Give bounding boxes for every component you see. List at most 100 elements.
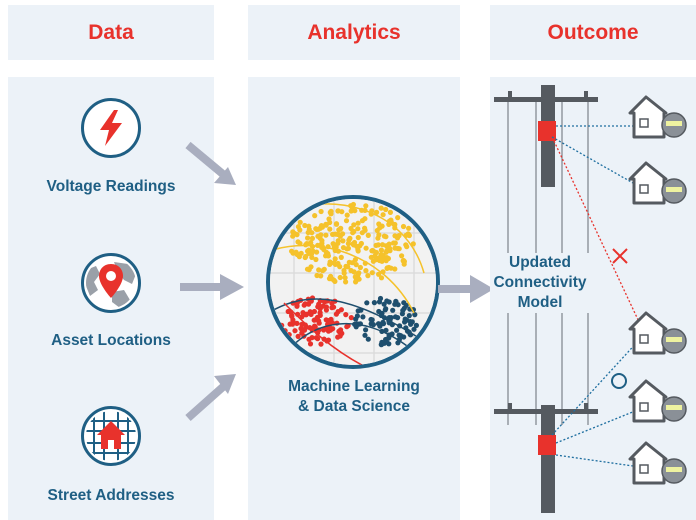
scatter-dot xyxy=(348,267,354,274)
scatter-dot xyxy=(353,324,359,330)
scatter-dot xyxy=(343,263,349,269)
scatter-dot xyxy=(307,341,314,347)
scatter-dot xyxy=(297,227,303,233)
scatter-dot xyxy=(375,242,381,248)
scatter-dot xyxy=(347,235,353,241)
scatter-dot xyxy=(309,235,315,241)
scatter-dot xyxy=(396,233,402,239)
scatter-dot xyxy=(316,301,322,307)
house-meter-icon xyxy=(628,441,687,485)
scatter-dot xyxy=(362,225,368,231)
scatter-dot xyxy=(400,307,406,314)
scatter-dot xyxy=(383,339,390,345)
scatter-dot xyxy=(320,268,326,274)
scatter-dot xyxy=(352,274,358,280)
scatter-dot xyxy=(412,312,418,318)
scatter-dot xyxy=(354,243,360,249)
header-outcome: Outcome xyxy=(490,5,696,60)
scatter-dot xyxy=(335,260,341,267)
utility-connectivity-diagram xyxy=(494,85,687,513)
scatter-dot xyxy=(377,323,383,329)
scatter-dot xyxy=(364,300,370,306)
scatter-dot xyxy=(299,321,305,327)
scatter-dot xyxy=(404,244,410,250)
scatter-dot xyxy=(365,232,371,238)
scatter-dot xyxy=(323,221,329,227)
scatter-dot xyxy=(325,328,332,334)
scatter-dot xyxy=(355,226,361,232)
scatter-dot xyxy=(383,327,389,333)
scatter-dot xyxy=(383,206,389,213)
scatter-dot xyxy=(305,235,311,241)
scatter-dot xyxy=(351,228,357,235)
scatter-dot xyxy=(353,279,359,285)
scatter-dot xyxy=(338,225,344,231)
scatter-dot xyxy=(358,240,364,247)
scatter-dot xyxy=(413,322,419,328)
scatter-dot xyxy=(406,232,412,239)
arrow-street-to-analytics xyxy=(185,374,236,421)
scatter-dot xyxy=(384,298,390,304)
scatter-dot xyxy=(302,222,308,229)
scatter-dot xyxy=(376,232,382,238)
scatter-dot xyxy=(406,313,412,319)
scatter-dot xyxy=(327,209,333,215)
scatter-dot xyxy=(359,218,366,224)
house-meter-icon xyxy=(628,161,687,205)
scatter-dot xyxy=(380,319,386,325)
header-data: Data xyxy=(8,5,214,60)
scatter-dot xyxy=(325,253,331,259)
scatter-dot xyxy=(382,307,388,313)
scatter-dot xyxy=(369,270,375,276)
scatter-dot xyxy=(395,245,401,252)
scatter-dot xyxy=(399,253,405,259)
scatter-dot xyxy=(369,247,376,254)
scatter-dot xyxy=(374,209,380,215)
scatter-dot xyxy=(331,260,337,266)
analytics-label-line2: & Data Science xyxy=(298,398,410,415)
scatter-dot xyxy=(359,230,365,236)
scatter-dot xyxy=(368,254,374,260)
scatter-dot xyxy=(381,233,387,239)
scatter-dot xyxy=(323,304,329,310)
scatter-dot xyxy=(355,220,361,226)
arrow-analytics-to-outcome xyxy=(438,275,494,303)
map-pin-globe-icon xyxy=(81,253,141,313)
scatter-dot xyxy=(342,275,348,281)
scatter-dot xyxy=(378,275,385,281)
header-analytics: Analytics xyxy=(248,5,460,60)
scatter-dot xyxy=(376,221,382,227)
scatter-dot xyxy=(294,302,300,308)
scatter-dot xyxy=(344,212,350,218)
scatter-dot xyxy=(351,222,357,228)
lightning-bolt-icon xyxy=(81,98,141,158)
scatter-dot xyxy=(390,307,396,313)
scatter-dot xyxy=(339,209,345,215)
scatter-dot xyxy=(384,265,390,271)
scatter-dot xyxy=(395,215,401,221)
scatter-dot xyxy=(351,239,358,246)
outcome-label: Updated Connectivity Model xyxy=(490,253,590,313)
scatter-dot xyxy=(343,218,350,224)
x-mark-icon xyxy=(612,248,628,264)
scatter-dot xyxy=(330,326,336,332)
scatter-dot xyxy=(376,271,382,277)
scatter-dot xyxy=(373,249,379,256)
scatter-dot xyxy=(306,226,312,232)
scatter-dot xyxy=(369,317,375,323)
scatter-dot xyxy=(299,314,305,320)
scatter-dot xyxy=(290,319,296,325)
scatter-dot xyxy=(378,247,384,253)
scatter-dot xyxy=(386,315,392,321)
scatter-dot xyxy=(362,332,368,338)
scatter-dot xyxy=(327,226,333,232)
scatter-dot xyxy=(338,254,344,260)
scatter-dot xyxy=(379,339,385,345)
scatter-dot xyxy=(363,203,369,209)
scatter-dot xyxy=(313,226,319,232)
scatter-cluster-icon xyxy=(266,195,440,369)
scatter-dot xyxy=(321,327,327,333)
house-grid-icon xyxy=(81,406,141,466)
scatter-dot xyxy=(360,314,366,320)
scatter-dot xyxy=(356,270,362,276)
